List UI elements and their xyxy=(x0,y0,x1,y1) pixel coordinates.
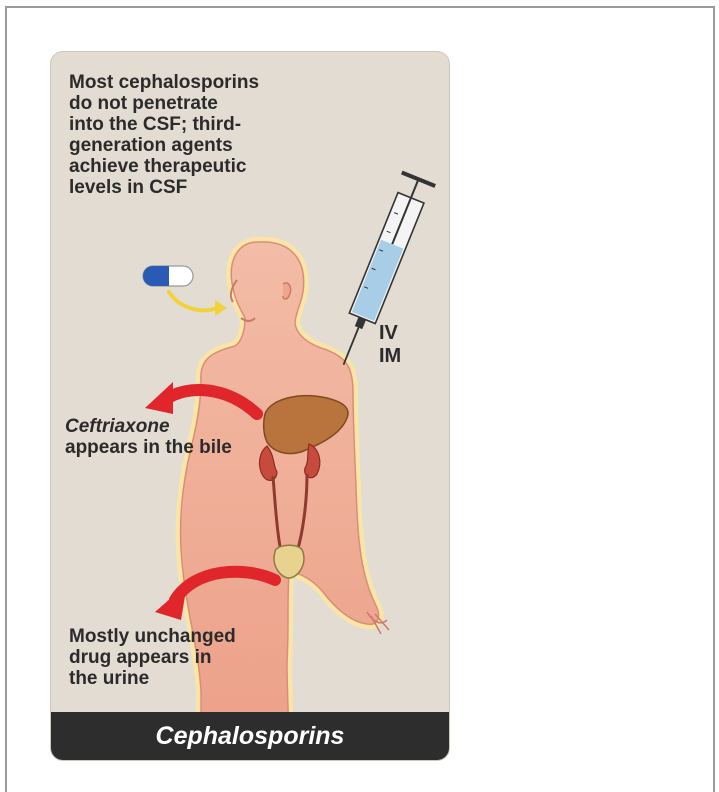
diagram-caption: Cephalosporins xyxy=(156,722,345,751)
capsule-icon xyxy=(143,266,193,286)
cns-penetration-note: Most cephalosporins do not penetrate int… xyxy=(69,72,329,198)
caption-bar: Cephalosporins xyxy=(51,712,449,760)
urine-excretion-label: Mostly unchanged drug appears in the uri… xyxy=(69,626,309,689)
bile-label-text: appears in the bile xyxy=(65,437,232,458)
diagram-card: Most cephalosporins do not penetrate int… xyxy=(51,52,449,760)
image-frame: Most cephalosporins do not penetrate int… xyxy=(5,6,715,792)
oral-route-arrow xyxy=(169,292,217,310)
route-label: IV IM xyxy=(379,322,429,368)
ceftriaxone-label: Ceftriaxone xyxy=(65,416,295,437)
